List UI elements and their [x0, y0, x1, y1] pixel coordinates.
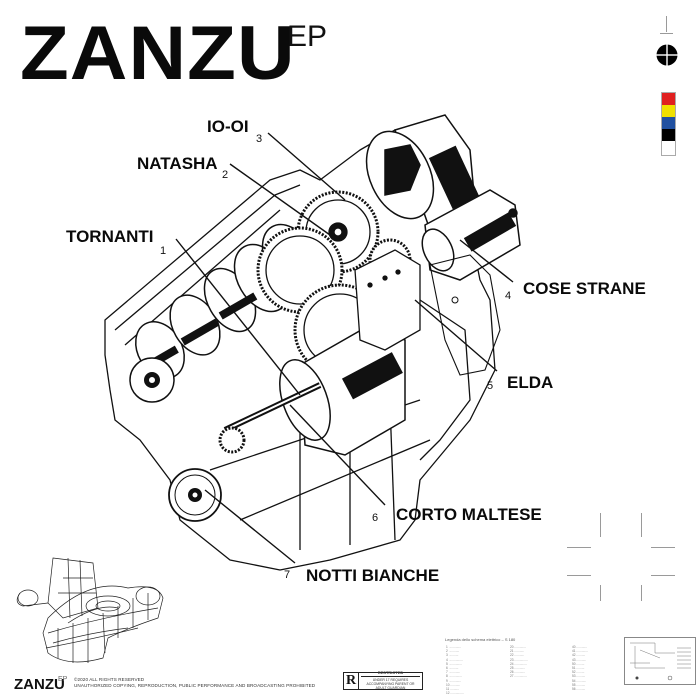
swatch-yellow [662, 105, 675, 117]
track-title-4: COSE STRANE [523, 279, 646, 298]
crop-mark [641, 513, 642, 537]
track-number-6: 6 [372, 512, 379, 524]
track-title-3: IO-OI [207, 117, 249, 136]
crop-mark [600, 585, 601, 601]
swatch-black [662, 129, 675, 141]
registration-tick [666, 16, 667, 32]
rating-text: UNDER 17 REQUIRES ACCOMPANYING PARENT OR… [366, 678, 415, 691]
copyright-notice: ©2020 ALL RIGHTS RESERVED UNAUTHORIZED C… [74, 677, 315, 689]
crop-mark [651, 575, 675, 576]
wiring-schematic-thumbnail [624, 637, 696, 685]
crop-mark [567, 547, 591, 548]
track-title-7: NOTTI BIANCHE [306, 566, 440, 585]
legend-column-3: 40 ............ 41 ............. 42 ....… [572, 645, 588, 692]
crosshair-target-icon [656, 44, 678, 66]
rating-heading: RESTRICTED [361, 671, 420, 678]
track-title-2: NATASHA [137, 154, 218, 173]
legend-title: Legenda dello schema elettrico – S 180 [445, 637, 516, 642]
footer-logo-suffix: EP [58, 676, 68, 683]
track-title-5: ELDA [507, 373, 554, 392]
album-title-suffix: EP [287, 20, 328, 53]
rating-letter: R [344, 673, 359, 689]
crop-mark [651, 547, 675, 548]
track-number-7: 7 [284, 569, 291, 581]
crop-mark [567, 575, 591, 576]
crop-mark [641, 585, 642, 601]
copyright-line-1: ©2020 ALL RIGHTS RESERVED [74, 677, 145, 682]
swatch-red [662, 93, 675, 105]
track-number-4: 4 [505, 290, 512, 302]
track-title-1: TORNANTI [66, 227, 154, 246]
legend-column-1: 1 ............. 2 ........... 3 ........… [446, 645, 464, 696]
track-title-6: CORTO MALTESE [396, 505, 542, 524]
swatch-blue [662, 117, 675, 129]
track-number-1: 1 [160, 245, 167, 257]
footer-logo: ZANZU [14, 676, 65, 693]
track-number-5: 5 [487, 380, 494, 392]
wireframe-car-illustration [16, 557, 164, 663]
track-number-2: 2 [222, 169, 229, 181]
track-number-3: 3 [256, 133, 263, 145]
legend-column-2: 20 ............. 21 ........... 22 .....… [510, 645, 528, 679]
album-title: ZANZU [20, 11, 296, 96]
rating-badge: R RESTRICTED UNDER 17 REQUIRES ACCOMPANY… [343, 671, 423, 690]
registration-tick [660, 33, 673, 34]
swatch-white [662, 141, 675, 155]
rating-description: RESTRICTED UNDER 17 REQUIRES ACCOMPANYIN… [359, 671, 422, 690]
color-calibration-bar [661, 92, 676, 156]
crop-mark [600, 513, 601, 537]
copyright-line-2: UNAUTHORIZED COPYING, REPRODUCTION, PUBL… [74, 682, 316, 688]
leader-line-1 [175, 238, 301, 396]
